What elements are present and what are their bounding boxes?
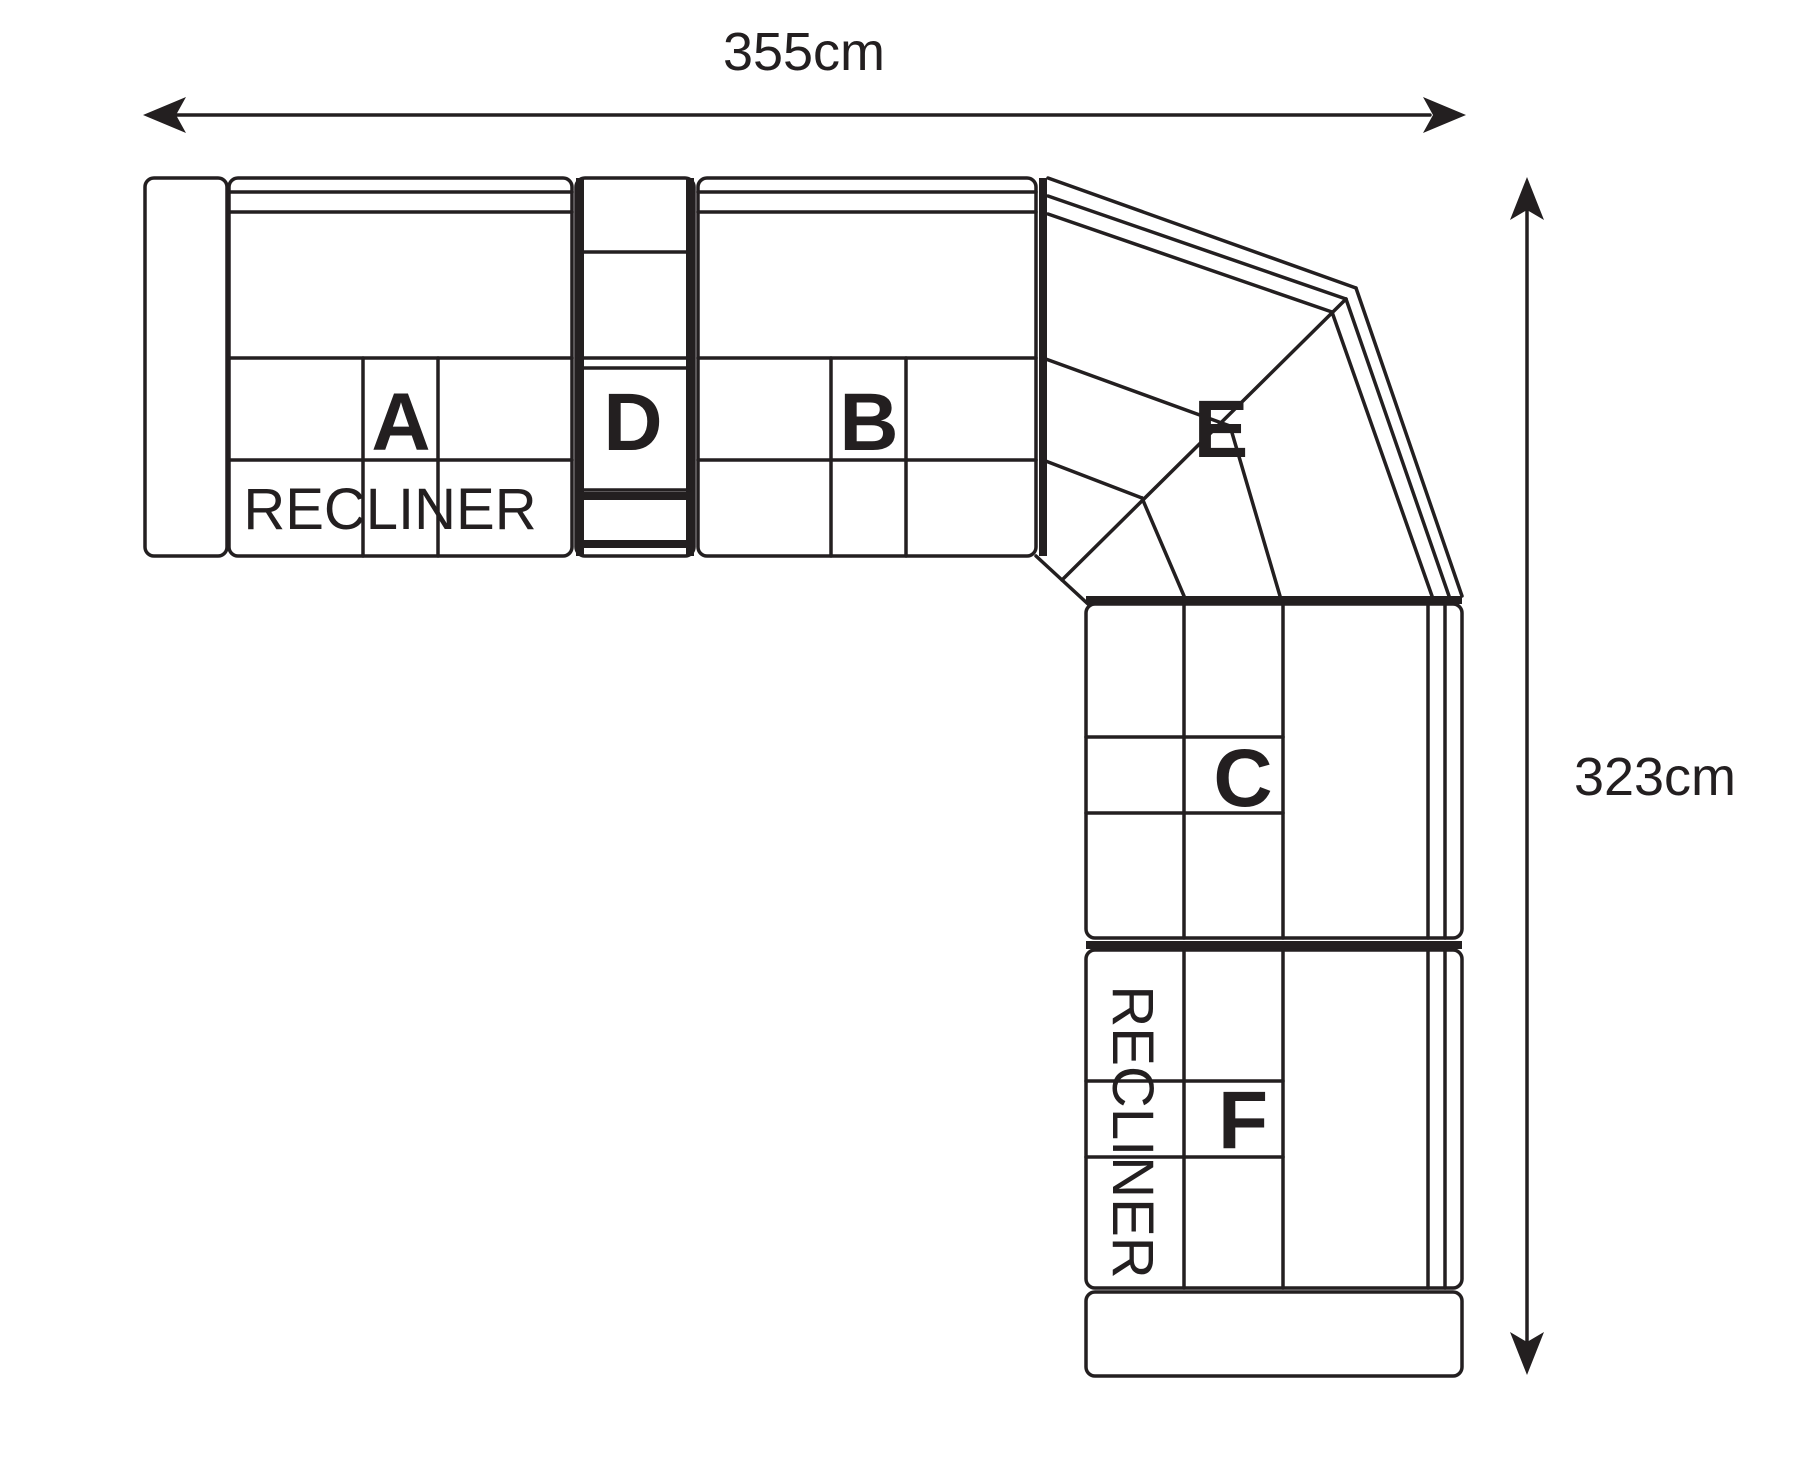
section-b: B xyxy=(696,176,1038,558)
width-arrow-right xyxy=(1423,97,1466,133)
section-c-label: C xyxy=(1213,733,1272,824)
width-dimension: 355cm xyxy=(143,22,1466,133)
section-d-label: D xyxy=(603,377,662,468)
height-arrow-top xyxy=(1510,177,1544,220)
section-c: C xyxy=(1084,596,1464,940)
left-arm xyxy=(143,176,229,558)
section-e: E xyxy=(1034,176,1464,606)
height-label: 323cm xyxy=(1574,747,1736,807)
recliner-label-a: RECLINER xyxy=(243,477,536,542)
height-arrow-bottom xyxy=(1510,1332,1544,1375)
section-e-label: E xyxy=(1194,384,1249,475)
height-dimension: 323cm xyxy=(1510,177,1736,1375)
section-a-label: A xyxy=(371,377,430,468)
section-f: F RECLINER xyxy=(1084,941,1464,1290)
section-b-label: B xyxy=(839,377,898,468)
width-arrow-left xyxy=(143,97,186,133)
section-a: A RECLINER xyxy=(227,176,574,558)
section-f-label: F xyxy=(1218,1075,1268,1166)
recliner-label-f: RECLINER xyxy=(1100,985,1165,1278)
section-d: D xyxy=(574,176,696,558)
width-label: 355cm xyxy=(723,22,885,82)
bottom-arm xyxy=(1084,1290,1464,1378)
